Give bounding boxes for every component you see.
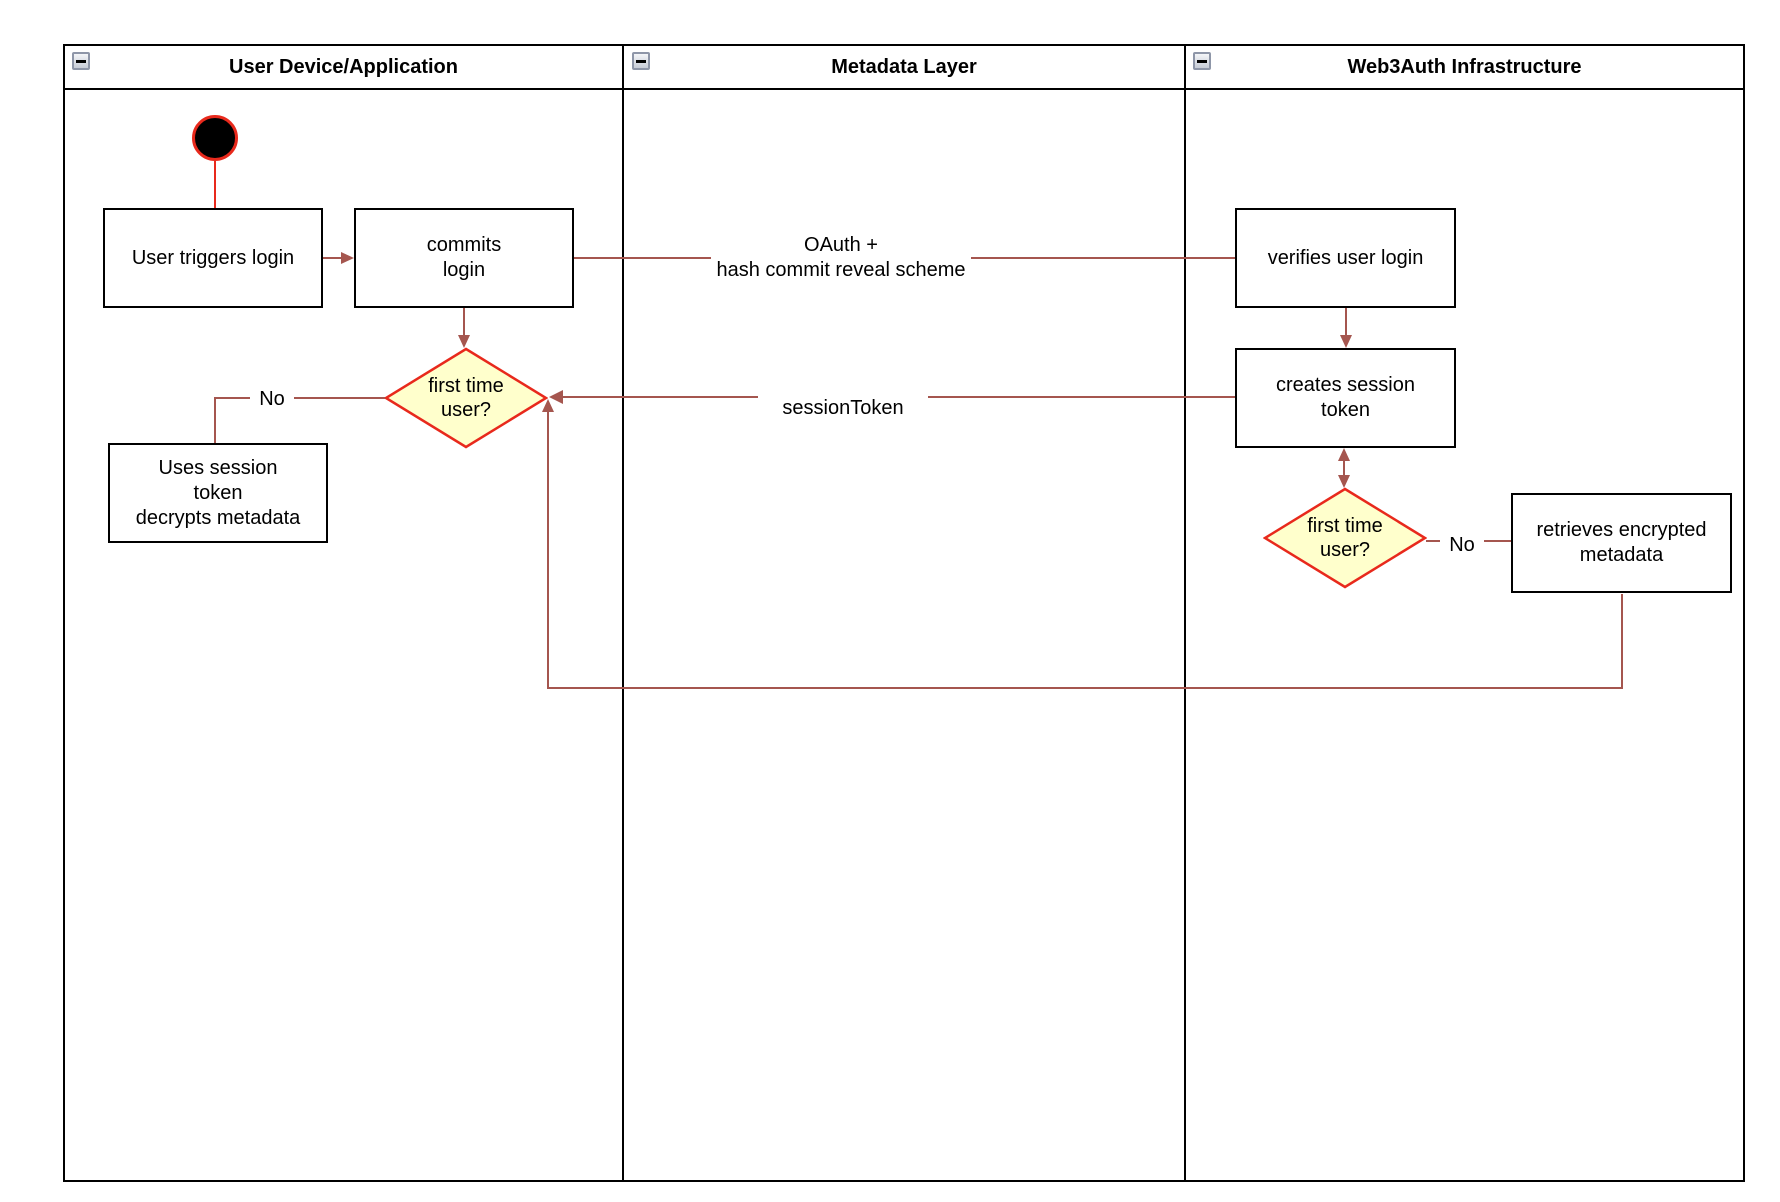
arrowhead-feedback-into-decision-app [542,399,554,412]
connector-verifies-to-creates [1345,308,1347,336]
edge-label-session-token: sessionToken [758,396,928,421]
connector-feedback-right-v [1621,594,1623,689]
activity-uses-session-token: Uses session token decrypts metadata [108,443,328,543]
connector-feedback-left-v [547,411,549,689]
connector-no-app-h [215,397,385,399]
edge-label-oauth: OAuth + hash commit reveal scheme [711,233,971,283]
decision-first-time-user-app: first time user? [384,347,548,449]
collapse-lane-user-device-button[interactable] [72,52,90,70]
collapse-lane-metadata-button[interactable] [632,52,650,70]
diamond-shape [1263,487,1427,589]
initial-node [192,115,238,161]
arrowhead-verifies-to-creates [1340,335,1352,348]
minus-icon [76,59,86,63]
lane-divider-2 [1184,44,1186,1182]
connector-start-to-user-triggers [214,161,216,208]
arrowhead-user-to-commits [341,252,354,264]
connector-feedback-h [547,687,1623,689]
lane-title-web3auth: Web3Auth Infrastructure [1347,55,1582,78]
connector-creates-decision-line [1343,458,1345,478]
arrowhead-into-decision-infra [1338,475,1350,488]
swimlane-frame [63,44,1745,1182]
connector-commits-to-decision [463,308,465,336]
connector-no-app-v [214,397,216,443]
collapse-lane-web3auth-button[interactable] [1193,52,1211,70]
lane-title-metadata-layer: Metadata Layer [831,55,977,78]
activity-user-triggers-login: User triggers login [103,208,323,308]
minus-icon [636,59,646,63]
activity-commits-login: commits login [354,208,574,308]
activity-creates-session-token: creates session token [1235,348,1456,448]
edge-label-no-app: No [250,387,294,412]
lane-title-user-device: User Device/Application [229,55,458,78]
edge-label-no-infra: No [1440,533,1484,558]
arrowhead-into-creates [1338,448,1350,461]
lane-divider-1 [622,44,624,1182]
activity-verifies-user-login: verifies user login [1235,208,1456,308]
arrowhead-commits-to-decision [458,335,470,348]
lane-header-divider [63,88,1745,90]
diamond-shape [384,347,548,449]
activity-retrieves-encrypted-metadata: retrieves encrypted metadata [1511,493,1732,593]
connector-user-to-commits [323,257,343,259]
decision-first-time-user-infra: first time user? [1263,487,1427,589]
minus-icon [1197,59,1207,63]
